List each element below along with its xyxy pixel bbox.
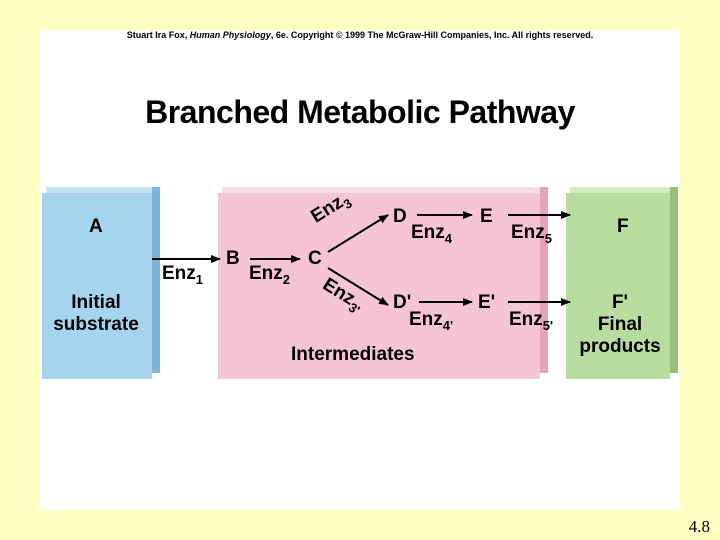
enzyme-1-label: Enz1 <box>162 263 204 287</box>
copyright-line: Stuart Ira Fox, Human Physiology, 6e. Co… <box>126 30 594 40</box>
node-d-prime-label: D' <box>393 292 412 313</box>
final-products-box <box>566 187 678 379</box>
enzyme-5-prime-label: Enz5' <box>509 309 554 333</box>
intermediates-box <box>218 187 548 379</box>
diagram-title: Branched Metabolic Pathway <box>145 94 575 130</box>
intermediates-label: Intermediates <box>291 344 415 365</box>
pathway-arrows <box>152 211 571 306</box>
node-f-label: F <box>617 216 629 237</box>
node-b-label: B <box>226 248 240 269</box>
node-e-prime-label: E' <box>478 292 496 313</box>
slide-panel: Stuart Ira Fox, Human Physiology, 6e. Co… <box>40 30 680 510</box>
initial-substrate-label: Initial substrate <box>53 292 139 335</box>
node-a-label: A <box>89 216 103 237</box>
node-e-label: E <box>480 206 493 227</box>
node-d-label: D <box>393 206 407 227</box>
figure-number: 4.8 <box>688 517 710 536</box>
initial-substrate-box <box>42 187 160 379</box>
arrow-c-to-d-prime <box>327 267 389 306</box>
final-products-label: F' Final products <box>579 292 661 357</box>
enzyme-4-prime-label: Enz4' <box>409 309 454 333</box>
enzyme-5-label: Enz5 <box>511 222 553 246</box>
node-c-label: C <box>308 248 322 269</box>
enzyme-2-label: Enz2 <box>249 263 291 287</box>
enzyme-4-label: Enz4 <box>411 222 453 246</box>
arrow-c-to-d <box>327 214 389 253</box>
